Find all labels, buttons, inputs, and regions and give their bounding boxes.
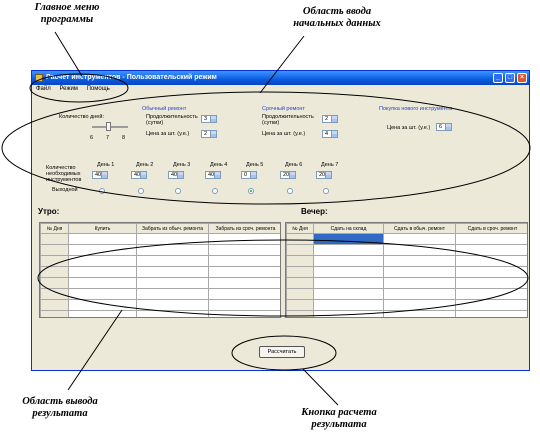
close-icon[interactable]: × <box>517 73 527 83</box>
table-row[interactable] <box>40 233 280 245</box>
evening-col-day[interactable]: № Дня <box>286 223 314 234</box>
table-row[interactable] <box>286 299 527 311</box>
ordinary-duration-input[interactable]: 3 <box>201 115 217 123</box>
urgent-repair-title: Срочный ремонт <box>262 106 305 112</box>
table-row[interactable] <box>286 255 527 267</box>
ordinary-duration-label: Продолжительность (сутки) <box>146 114 198 126</box>
day-3-input[interactable]: 40 <box>168 171 184 179</box>
menu-mode[interactable]: Режим <box>59 86 78 92</box>
calc-button-annotation: Кнопка расчета результата <box>301 407 377 430</box>
table-row[interactable] <box>286 233 527 245</box>
output-area-annotation: Область вывода результата <box>22 396 98 419</box>
table-row[interactable] <box>40 277 280 289</box>
menu-bar: Файл Режим Помощь <box>32 85 529 94</box>
days-label: Количество дней: <box>59 114 104 120</box>
day-6-label: День 6 <box>285 162 303 168</box>
evening-col-to-warehouse[interactable]: Сдать на склад <box>313 223 384 234</box>
day-7-label: День 7 <box>321 162 339 168</box>
days-tick-7: 7 <box>106 135 110 141</box>
day-3-label: День 3 <box>173 162 191 168</box>
table-row[interactable] <box>286 310 527 317</box>
purchase-price-input[interactable]: 6 <box>436 123 452 131</box>
table-row[interactable] <box>286 288 527 300</box>
selected-cell[interactable] <box>313 233 384 245</box>
morning-grid[interactable]: № Дня Купить Забрать из обыч. ремонта За… <box>39 222 281 318</box>
day-1-label: День 1 <box>97 162 115 168</box>
morning-table: № Дня Купить Забрать из обыч. ремонта За… <box>40 223 280 317</box>
table-row[interactable] <box>40 299 280 311</box>
morning-title: Утро: <box>38 207 60 216</box>
evening-title: Вечер: <box>301 207 328 216</box>
ordinary-repair-title: Обычный ремонт <box>142 106 187 112</box>
window-title: Расчет инструментов - Пользовательский р… <box>46 74 217 81</box>
app-window: Расчет инструментов - Пользовательский р… <box>31 70 530 371</box>
day-5-input[interactable]: 0 <box>241 171 257 179</box>
morning-col-take-ordinary[interactable]: Забрать из обыч. ремонта <box>136 223 209 234</box>
day-6-dayoff-radio[interactable] <box>287 188 293 194</box>
table-row[interactable] <box>286 244 527 256</box>
menu-help[interactable]: Помощь <box>86 86 110 92</box>
day-2-label: День 2 <box>136 162 154 168</box>
main-menu-annotation: Главное меню программы <box>34 2 100 25</box>
evening-grid[interactable]: № Дня Сдать на склад Сдать в обыч. ремон… <box>285 222 528 318</box>
morning-col-take-urgent[interactable]: Забрать из сроч. ремонта <box>208 223 280 234</box>
day-2-input[interactable]: 40 <box>131 171 147 179</box>
needed-tools-label: Количество необходимых инструментов <box>46 165 82 183</box>
day-4-dayoff-radio[interactable] <box>212 188 218 194</box>
day-5-label: День 5 <box>246 162 264 168</box>
day-7-dayoff-radio[interactable] <box>323 188 329 194</box>
day-2-dayoff-radio[interactable] <box>138 188 144 194</box>
title-bar[interactable]: Расчет инструментов - Пользовательский р… <box>32 71 529 85</box>
button-pointer <box>302 368 339 406</box>
urgent-price-label: Цена за шт. (у.е.) <box>262 131 306 137</box>
evening-col-to-urgent[interactable]: Сдать в сроч. ремонт <box>455 223 527 234</box>
evening-col-to-ordinary[interactable]: Сдать в обыч. ремонт <box>383 223 456 234</box>
purchase-price-label: Цена за шт. (у.е.) <box>387 125 431 131</box>
day-4-input[interactable]: 40 <box>205 171 221 179</box>
ordinary-price-input[interactable]: 2 <box>201 130 217 138</box>
day-4-label: День 4 <box>210 162 228 168</box>
minimize-icon[interactable]: _ <box>493 73 503 83</box>
evening-table: № Дня Сдать на склад Сдать в обыч. ремон… <box>286 223 527 317</box>
table-row[interactable] <box>40 255 280 267</box>
table-row[interactable] <box>40 310 280 317</box>
morning-col-day[interactable]: № Дня <box>40 223 69 234</box>
app-icon <box>35 74 43 82</box>
morning-col-buy[interactable]: Купить <box>68 223 137 234</box>
table-row[interactable] <box>40 244 280 256</box>
table-row[interactable] <box>286 266 527 278</box>
table-row[interactable] <box>40 266 280 278</box>
purchase-title: Покупка нового инструмента <box>379 106 453 112</box>
day-1-dayoff-radio[interactable] <box>99 188 105 194</box>
day-3-dayoff-radio[interactable] <box>175 188 181 194</box>
day-5-dayoff-radio[interactable] <box>248 188 254 194</box>
day-7-input[interactable]: 20 <box>316 171 332 179</box>
day-6-input[interactable]: 20 <box>280 171 296 179</box>
maximize-icon[interactable]: □ <box>505 73 515 83</box>
days-slider-thumb[interactable] <box>106 122 111 131</box>
input-area-annotation: Область ввода начальных данных <box>293 6 381 29</box>
days-tick-6: 6 <box>90 135 94 141</box>
table-row[interactable] <box>286 277 527 289</box>
dayoff-label: Выходной <box>52 187 78 193</box>
ordinary-price-label: Цена за шт. (у.е.) <box>146 131 190 137</box>
urgent-price-input[interactable]: 4 <box>322 130 338 138</box>
calculate-button[interactable]: Рассчитать <box>259 346 305 358</box>
urgent-duration-input[interactable]: 2 <box>322 115 338 123</box>
urgent-duration-label: Продолжительность (сутки) <box>262 114 314 126</box>
menu-file[interactable]: Файл <box>36 86 51 92</box>
days-tick-8: 8 <box>122 135 126 141</box>
day-1-input[interactable]: 40 <box>92 171 108 179</box>
table-row[interactable] <box>40 288 280 300</box>
